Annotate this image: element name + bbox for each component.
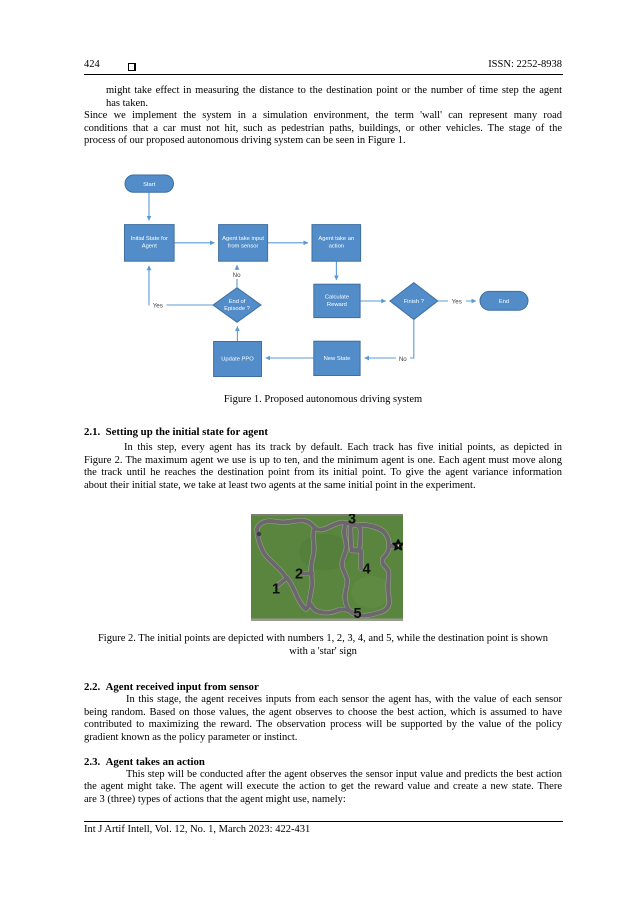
- svg-text:New State: New State: [324, 356, 351, 362]
- svg-text:No: No: [399, 356, 407, 363]
- svg-text:Update PPO: Update PPO: [221, 357, 254, 363]
- svg-text:Yes: Yes: [452, 299, 462, 306]
- svg-text:2: 2: [295, 566, 303, 582]
- svg-text:Agent take an: Agent take an: [318, 236, 354, 242]
- svg-text:4: 4: [363, 561, 371, 577]
- svg-text:Reward: Reward: [327, 302, 347, 308]
- svg-text:from sensor: from sensor: [228, 243, 259, 249]
- svg-text:End of: End of: [229, 299, 246, 305]
- svg-text:Start: Start: [143, 182, 156, 188]
- svg-text:Agent take input: Agent take input: [222, 236, 264, 242]
- svg-text:Initial State for: Initial State for: [131, 236, 168, 242]
- svg-text:Calculate: Calculate: [325, 295, 349, 301]
- svg-text:1: 1: [272, 581, 280, 597]
- svg-text:Finish ?: Finish ?: [404, 299, 425, 305]
- svg-text:Yes: Yes: [153, 303, 163, 310]
- svg-text:Agent: Agent: [142, 243, 158, 249]
- svg-text:5: 5: [354, 606, 362, 622]
- svg-text:3: 3: [348, 514, 356, 528]
- svg-text:Episode ?: Episode ?: [224, 306, 251, 312]
- svg-text:End: End: [499, 299, 509, 305]
- svg-text:No: No: [233, 272, 241, 279]
- svg-text:action: action: [329, 243, 344, 249]
